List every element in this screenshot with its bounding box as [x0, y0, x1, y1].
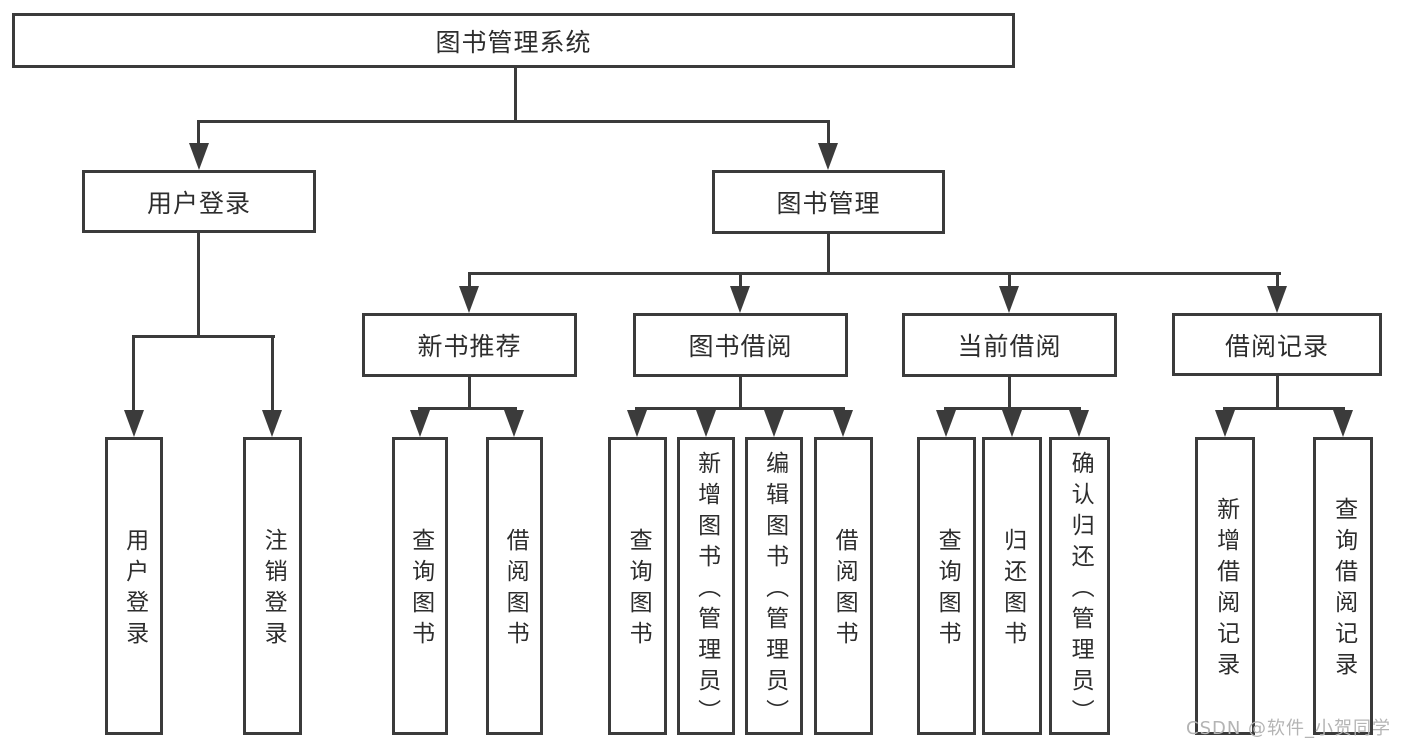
node-leaf-edit-books-admin: 编辑图书（管理员）: [745, 437, 803, 735]
node-borrow-records: 借阅记录: [1172, 313, 1382, 376]
connector-line: [944, 407, 1081, 410]
arrow-down-icon: [124, 410, 144, 437]
node-book-borrowing: 图书借阅: [633, 313, 848, 377]
node-current-borrowing-label: 当前借阅: [957, 332, 1062, 361]
connector-line: [271, 335, 274, 413]
connector-line: [418, 407, 517, 410]
connector-line: [1276, 272, 1279, 288]
node-leaf-logout: 注销登录: [243, 437, 302, 735]
arrow-down-icon: [627, 410, 647, 437]
node-leaf-add-borrow-record: 新增借阅记录: [1195, 437, 1255, 735]
connector-line: [1276, 375, 1279, 409]
connector-line: [468, 272, 471, 288]
node-leaf-return-books: 归还图书: [982, 437, 1042, 735]
node-leaf-edit-books-admin-label: 编辑图书（管理员）: [761, 450, 788, 730]
node-book-management: 图书管理: [712, 170, 945, 234]
connector-line: [514, 66, 517, 122]
watermark: CSDN @软件_小贺同学: [1186, 718, 1392, 739]
node-leaf-confirm-return-admin: 确认归还（管理员）: [1049, 437, 1110, 735]
connector-line: [827, 120, 830, 146]
node-leaf-add-books-admin: 新增图书（管理员）: [677, 437, 735, 735]
arrow-down-icon: [818, 143, 838, 170]
connector-line: [132, 335, 275, 338]
arrow-down-icon: [1215, 410, 1235, 437]
node-leaf-add-books-admin-label: 新增图书（管理员）: [693, 450, 720, 730]
node-borrow-records-label: 借阅记录: [1224, 331, 1329, 361]
arrow-down-icon: [936, 410, 956, 437]
arrow-down-icon: [1333, 410, 1353, 437]
arrow-down-icon: [1002, 410, 1022, 437]
arrow-down-icon: [696, 410, 716, 437]
node-leaf-query-books-recommend: 查询图书: [392, 437, 448, 735]
node-leaf-query-books-borrowing-label: 查询图书: [625, 528, 652, 652]
node-leaf-query-books-borrowing: 查询图书: [608, 437, 667, 735]
node-leaf-logout-label: 注销登录: [260, 528, 287, 652]
node-leaf-borrow-books: 借阅图书: [814, 437, 873, 735]
node-user-login-label: 用户登录: [146, 188, 251, 218]
arrow-down-icon: [999, 286, 1019, 313]
node-user-login: 用户登录: [82, 170, 316, 233]
arrow-down-icon: [1267, 286, 1287, 313]
node-leaf-borrow-books-recommend-label: 借阅图书: [502, 528, 529, 652]
arrow-down-icon: [730, 286, 750, 313]
connector-line: [635, 407, 845, 410]
node-leaf-borrow-books-recommend: 借阅图书: [486, 437, 543, 735]
node-new-book-recommend: 新书推荐: [362, 313, 577, 377]
connector-line: [1223, 407, 1345, 410]
node-library-system: 图书管理系统: [12, 13, 1015, 68]
node-leaf-user-login-label: 用户登录: [121, 528, 148, 652]
connector-line: [468, 272, 1281, 275]
node-leaf-add-borrow-record-label: 新增借阅记录: [1212, 497, 1239, 683]
node-leaf-query-borrow-record-label: 查询借阅记录: [1330, 497, 1357, 683]
node-leaf-query-books-current-label: 查询图书: [934, 528, 961, 652]
arrow-down-icon: [504, 410, 524, 437]
connector-line: [197, 120, 830, 123]
connector-line: [197, 120, 200, 146]
node-leaf-query-borrow-record: 查询借阅记录: [1313, 437, 1373, 735]
node-library-system-label: 图书管理系统: [435, 27, 592, 57]
arrow-down-icon: [833, 410, 853, 437]
arrow-down-icon: [410, 410, 430, 437]
arrow-down-icon: [1069, 410, 1089, 437]
node-leaf-user-login: 用户登录: [105, 437, 163, 735]
arrow-down-icon: [189, 143, 209, 170]
node-new-book-recommend-label: 新书推荐: [417, 332, 522, 361]
connector-line: [827, 232, 830, 274]
node-leaf-confirm-return-admin-label: 确认归还（管理员）: [1067, 450, 1094, 730]
node-leaf-return-books-label: 归还图书: [999, 528, 1026, 652]
arrow-down-icon: [764, 410, 784, 437]
node-book-management-label: 图书管理: [776, 189, 881, 218]
connector-line: [132, 335, 135, 413]
node-current-borrowing: 当前借阅: [902, 313, 1117, 377]
node-book-borrowing-label: 图书借阅: [688, 332, 793, 361]
arrow-down-icon: [262, 410, 282, 437]
connector-line: [1008, 272, 1011, 288]
arrow-down-icon: [459, 286, 479, 313]
node-leaf-query-books-current: 查询图书: [917, 437, 976, 735]
node-leaf-borrow-books-label: 借阅图书: [831, 528, 858, 652]
connector-line: [739, 375, 742, 409]
connector-line: [197, 231, 200, 337]
connector-line: [468, 375, 471, 409]
connector-line: [739, 272, 742, 288]
connector-line: [1008, 375, 1011, 409]
node-leaf-query-books-recommend-label: 查询图书: [407, 528, 434, 652]
